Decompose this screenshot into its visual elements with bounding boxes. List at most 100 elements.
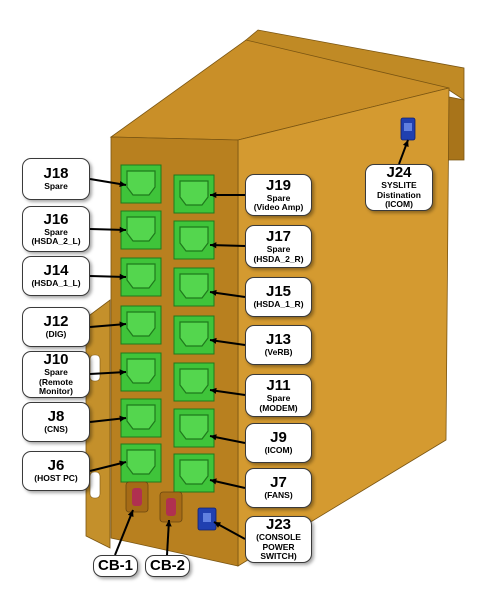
callout-description: SYSLITE bbox=[381, 180, 417, 191]
callout-id: J10 bbox=[43, 351, 69, 369]
callout-description: (ICOM) bbox=[264, 445, 293, 456]
arrow-head-j11 bbox=[210, 387, 217, 394]
arrow-head-j7 bbox=[210, 478, 217, 485]
callout-j12: J12(DIG) bbox=[22, 307, 90, 347]
callout-j14: J14(HSDA_1_L) bbox=[22, 256, 90, 296]
leader-lines bbox=[89, 139, 409, 556]
arrow-head-j24 bbox=[402, 140, 409, 147]
cb-1-toggle bbox=[132, 488, 142, 506]
power-connector bbox=[120, 305, 162, 345]
callout-description: Spare bbox=[44, 181, 68, 192]
callout-id: J8 bbox=[47, 408, 65, 426]
arrow-head-j15 bbox=[210, 289, 217, 296]
callout-id: J19 bbox=[265, 176, 292, 194]
arrow-head-j17 bbox=[210, 242, 217, 249]
callout-cb1: CB-1 bbox=[93, 555, 138, 577]
callout-description: (ICOM) bbox=[385, 199, 413, 210]
leader-line-cb1 bbox=[114, 509, 134, 556]
arrow-head-j23 bbox=[214, 522, 221, 528]
power-connector bbox=[173, 315, 215, 355]
callout-id: J13 bbox=[265, 331, 292, 349]
power-connector bbox=[173, 174, 215, 214]
power-connector bbox=[120, 164, 162, 204]
callout-description: (Video Amp) bbox=[253, 202, 304, 212]
callout-description: (CNS) bbox=[44, 424, 68, 435]
arrow-head-j14 bbox=[119, 273, 126, 280]
callout-id: J15 bbox=[265, 283, 292, 301]
callout-description: Monitor) bbox=[39, 386, 73, 397]
cb-2-toggle bbox=[166, 498, 176, 516]
callout-cb2: CB-2 bbox=[145, 555, 190, 577]
power-connector bbox=[173, 267, 215, 307]
callout-j15: J15(HSDA_1_R) bbox=[245, 277, 312, 317]
callout-id: J12 bbox=[43, 313, 69, 331]
callout-description: POWER bbox=[262, 541, 295, 552]
callout-description: (VeRB) bbox=[264, 347, 293, 358]
callout-id: CB-2 bbox=[149, 557, 185, 574]
callout-description: SWITCH) bbox=[260, 551, 297, 562]
power-connector bbox=[120, 443, 162, 483]
flange-slot bbox=[89, 354, 101, 382]
callout-description: (Remote bbox=[38, 376, 73, 387]
callout-j8: J8(CNS) bbox=[22, 402, 90, 442]
power-connector bbox=[173, 362, 215, 402]
callout-j13: J13(VeRB) bbox=[245, 325, 312, 365]
console-power-switch-cap bbox=[203, 513, 211, 522]
callout-id: J23 bbox=[265, 516, 292, 534]
callout-id: J18 bbox=[43, 165, 69, 183]
callout-description: (CONSOLE bbox=[256, 532, 301, 543]
callout-description: (MODEM) bbox=[259, 402, 298, 413]
callout-description: (FANS) bbox=[264, 490, 293, 501]
flange-slot bbox=[89, 471, 101, 499]
callout-id: J17 bbox=[265, 228, 292, 245]
callout-description: Spare bbox=[266, 192, 291, 203]
arrow-head-j13 bbox=[210, 337, 217, 344]
power-connector bbox=[173, 220, 215, 260]
callout-id: J7 bbox=[270, 474, 287, 492]
callout-description: (HOST PC) bbox=[34, 473, 78, 484]
callout-j6: J6(HOST PC) bbox=[22, 451, 90, 491]
callout-id: J14 bbox=[43, 262, 69, 280]
arrow-head-j8 bbox=[119, 415, 126, 422]
callout-id: J16 bbox=[43, 210, 69, 228]
arrow-head-j18 bbox=[119, 180, 126, 187]
callout-id: CB-1 bbox=[97, 557, 133, 574]
callout-description: Spare bbox=[44, 367, 68, 378]
callout-id: J6 bbox=[47, 457, 65, 475]
callout-j7: J7(FANS) bbox=[245, 468, 312, 508]
power-connector bbox=[120, 257, 162, 297]
callout-description: Spare bbox=[266, 244, 291, 254]
callout-description: Distination bbox=[377, 189, 421, 200]
callout-id: J24 bbox=[386, 164, 412, 182]
arrow-head-cb2 bbox=[165, 520, 172, 527]
callout-id: J9 bbox=[270, 429, 287, 447]
power-connector bbox=[120, 398, 162, 438]
callout-id: J11 bbox=[266, 377, 291, 394]
callout-j9: J9(ICOM) bbox=[245, 423, 312, 463]
callout-description: (HSDA_2_R) bbox=[253, 253, 304, 264]
power-connector bbox=[173, 408, 215, 448]
power-connector bbox=[173, 453, 215, 493]
callout-description: (DIG) bbox=[45, 329, 67, 340]
callout-description: Spare bbox=[44, 226, 68, 237]
arrow-head-j19 bbox=[210, 191, 217, 199]
callout-description: (HSDA_1_R) bbox=[253, 299, 304, 310]
arrow-head-j9 bbox=[210, 434, 217, 441]
power-connector bbox=[120, 352, 162, 392]
power-connector bbox=[120, 210, 162, 250]
connector-grid bbox=[120, 164, 215, 493]
callout-description: (HSDA_1_L) bbox=[31, 278, 81, 289]
callout-description: (HSDA_2_L) bbox=[31, 236, 81, 246]
arrow-head-j16 bbox=[119, 226, 126, 233]
arrow-head-j12 bbox=[119, 321, 126, 328]
arrow-head-cb1 bbox=[127, 510, 134, 517]
arrow-head-j10 bbox=[119, 369, 126, 376]
